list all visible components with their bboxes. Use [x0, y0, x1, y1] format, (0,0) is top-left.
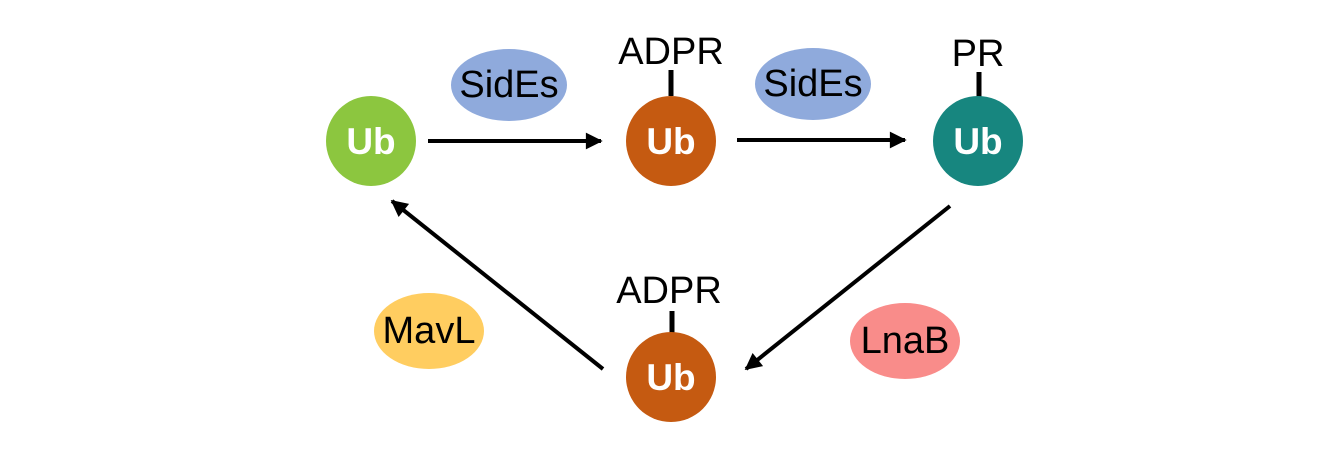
arrow-ubadpr-bottom-to-ub	[390, 199, 605, 371]
enzyme-sides-first-label: SidEs	[459, 64, 559, 106]
enzyme-lnab-label: LnaB	[860, 320, 950, 362]
modification-label-adpr-top: ADPR	[618, 31, 724, 73]
arrow-ubpr-to-ubadpr-bottom	[744, 204, 952, 371]
enzyme-sides-first: SidEs	[451, 49, 567, 121]
enzyme-mavl-label: MavL	[382, 310, 476, 352]
enzyme-sides-second: SidEs	[755, 48, 871, 120]
node-ub-adpr-bottom: Ub	[626, 332, 716, 422]
node-ub-adpr-top-label: Ub	[646, 120, 696, 162]
enzyme-mavl: MavL	[374, 293, 484, 369]
node-ub-pr-label: Ub	[953, 120, 1003, 162]
node-ub-pr: Ub	[933, 96, 1023, 186]
modification-label-pr: PR	[951, 33, 1005, 75]
node-ub-adpr-top: Ub	[626, 96, 716, 186]
enzyme-lnab: LnaB	[850, 303, 960, 379]
node-ub-free: Ub	[326, 96, 416, 186]
node-ub-adpr-bottom-label: Ub	[646, 356, 696, 398]
enzyme-sides-second-label: SidEs	[763, 63, 863, 105]
node-ub-free-label: Ub	[346, 120, 396, 162]
modification-label-adpr-bottom: ADPR	[616, 270, 722, 312]
